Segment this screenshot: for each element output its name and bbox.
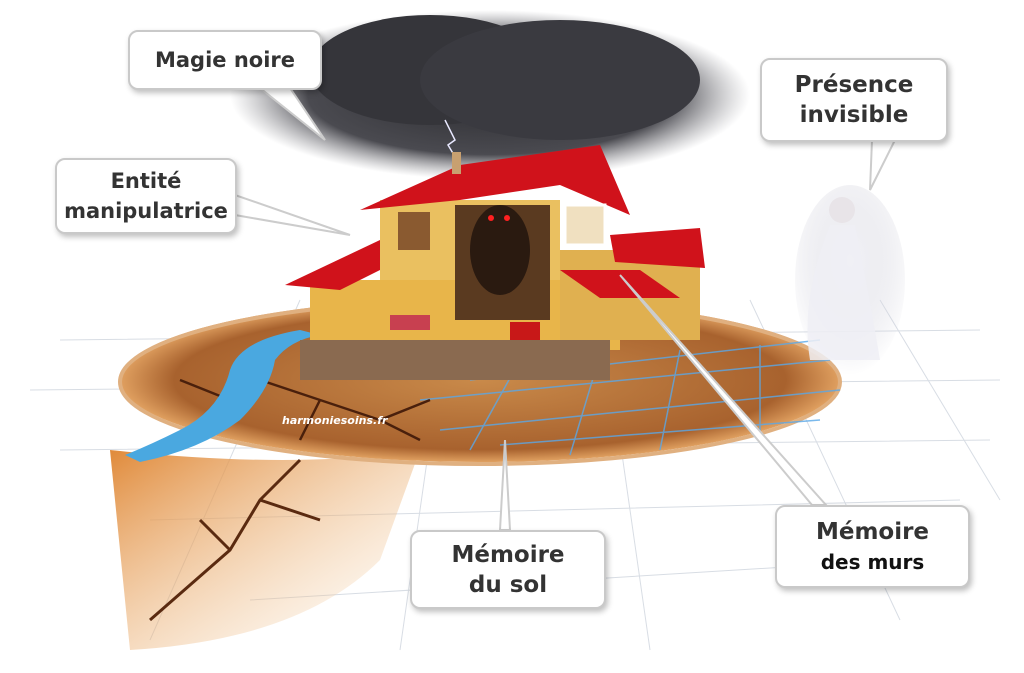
callout-black-magic: Magie noire	[128, 30, 322, 90]
callout-label: invisible	[799, 102, 909, 128]
callout-invisible-presence: Présence invisible	[760, 58, 948, 142]
callout-label: Présence	[794, 72, 914, 98]
cracked-earth	[110, 450, 420, 650]
callout-label: Mémoire	[815, 518, 930, 545]
callout-label: Entité	[110, 169, 182, 193]
watermark: harmoniesoins.fr	[282, 414, 388, 427]
energy-grid	[419, 339, 841, 456]
ghost-figure	[795, 185, 905, 375]
house	[285, 145, 705, 380]
callout-label: manipulatrice	[64, 199, 228, 223]
callout-label: des murs	[820, 549, 925, 574]
callout-label: Magie noire	[154, 48, 296, 72]
callout-label: du sol	[468, 571, 548, 598]
callout-wall-memory: Mémoire des murs	[775, 505, 970, 588]
river	[125, 330, 320, 462]
ground-cracks	[179, 378, 431, 442]
callout-label: Mémoire	[451, 541, 565, 568]
callout-manipulative-entity: Entité manipulatrice	[55, 158, 237, 234]
callout-ground-memory: Mémoire du sol	[410, 530, 606, 609]
